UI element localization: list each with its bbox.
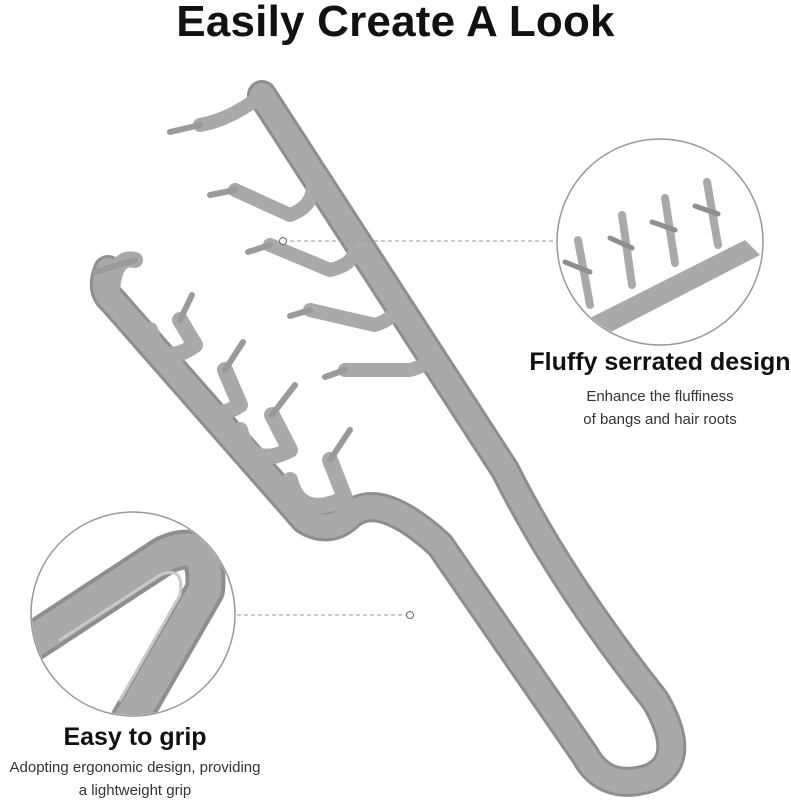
comb-body	[89, 80, 687, 797]
lower-teeth	[104, 251, 353, 514]
feature-description-line: Enhance the fluffiness	[586, 388, 734, 405]
feature-grip: Easy to grip Adopting ergonomic design, …	[0, 722, 270, 802]
callout-dot	[406, 611, 414, 619]
lower-tooth-spikes	[92, 257, 353, 463]
page-title: Easily Create A Look	[176, 0, 615, 46]
zoom-circle-grip	[30, 511, 236, 717]
feature-fluffy: Fluffy serrated design Enhance the fluff…	[525, 347, 791, 431]
callout-dot	[279, 237, 287, 245]
feature-description-line: of bangs and hair roots	[583, 411, 737, 428]
callout-leader-lines	[230, 240, 560, 616]
feature-description: Enhance the fluffiness of bangs and hair…	[525, 385, 791, 431]
feature-heading: Easy to grip	[63, 723, 207, 751]
upper-teeth	[193, 88, 437, 377]
feature-heading: Fluffy serrated design	[529, 348, 791, 376]
feature-description: Adopting ergonomic design, providing a l…	[0, 756, 270, 802]
upper-tooth-spikes	[167, 122, 348, 380]
feature-description-line: a lightweight grip	[78, 782, 192, 799]
feature-description-line: Adopting ergonomic design, providing	[9, 759, 261, 776]
zoom-circle-teeth	[556, 138, 764, 346]
